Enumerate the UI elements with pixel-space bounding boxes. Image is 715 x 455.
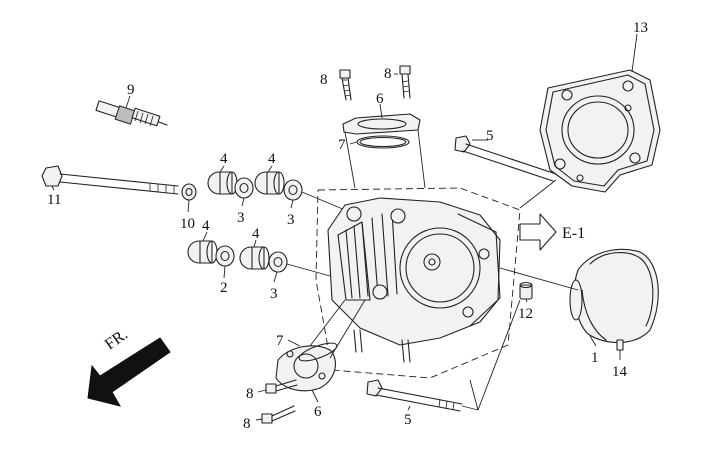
callout-5-upper: 5 (486, 128, 494, 144)
lower-bolt-lower (261, 405, 296, 424)
callout-6-lower: 6 (314, 404, 322, 420)
assembly-dashed-outline (315, 187, 521, 379)
callout-1: 1 (591, 350, 599, 366)
lower-o-ring (298, 342, 338, 362)
callout-5-lower: 5 (404, 412, 412, 428)
cylinder-head-body (327, 197, 501, 363)
washer-10 (181, 183, 197, 201)
callout-4-upper-right: 4 (268, 151, 276, 167)
callout-8-lower-upper: 8 (246, 386, 254, 402)
callout-10: 10 (180, 216, 195, 232)
cap-bolt (616, 339, 624, 351)
callout-3-lower: 3 (270, 286, 278, 302)
acorn-nut-upper-left (207, 171, 238, 195)
callout-3-upper-right: 3 (287, 212, 295, 228)
callout-3-upper-left: 3 (237, 210, 245, 226)
long-stud-bolt (41, 165, 179, 195)
washer-upper-right (283, 179, 303, 201)
callout-4-lower-left: 4 (202, 218, 210, 234)
acorn-nut-lower-right (239, 246, 270, 270)
dowel-pin (519, 281, 533, 300)
acorn-nut-upper-right (254, 171, 285, 195)
reference-arrow (519, 213, 557, 251)
front-label: FR. (102, 326, 131, 353)
callout-9: 9 (127, 82, 135, 98)
callout-7-lower: 7 (276, 333, 284, 349)
callout-14: 14 (612, 364, 628, 380)
long-bolt-lower (366, 379, 463, 412)
acorn-nut-lower-left (187, 240, 218, 264)
upper-o-ring (356, 135, 410, 149)
callout-8-upper-left: 8 (320, 72, 328, 88)
upper-bolt-right (399, 65, 411, 99)
washer-upper-left (234, 177, 254, 199)
callout-2: 2 (220, 280, 228, 296)
callout-13: 13 (633, 20, 648, 36)
callout-4-lower-right: 4 (252, 226, 260, 242)
head-gasket (539, 69, 661, 193)
long-bolt-upper (454, 135, 557, 182)
washer-lower-right (268, 251, 288, 273)
callout-12: 12 (518, 306, 533, 322)
washer-lower-left (215, 245, 235, 267)
lower-cover-plate (275, 345, 336, 392)
upper-bolt-left (339, 69, 352, 101)
reference-label: E-1 (562, 225, 585, 242)
callout-8-lower-lower: 8 (243, 416, 251, 432)
valve-cover-cap (569, 248, 659, 344)
callout-7-upper: 7 (338, 137, 346, 153)
callout-4-upper-left: 4 (220, 151, 228, 167)
front-direction-arrow (87, 337, 171, 407)
lower-bolt-upper (265, 379, 298, 394)
spark-plug (95, 100, 168, 127)
upper-cover-plate (342, 113, 421, 135)
callout-11: 11 (47, 192, 61, 208)
callout-8-upper-right: 8 (384, 66, 392, 82)
callout-6-upper: 6 (376, 91, 384, 107)
